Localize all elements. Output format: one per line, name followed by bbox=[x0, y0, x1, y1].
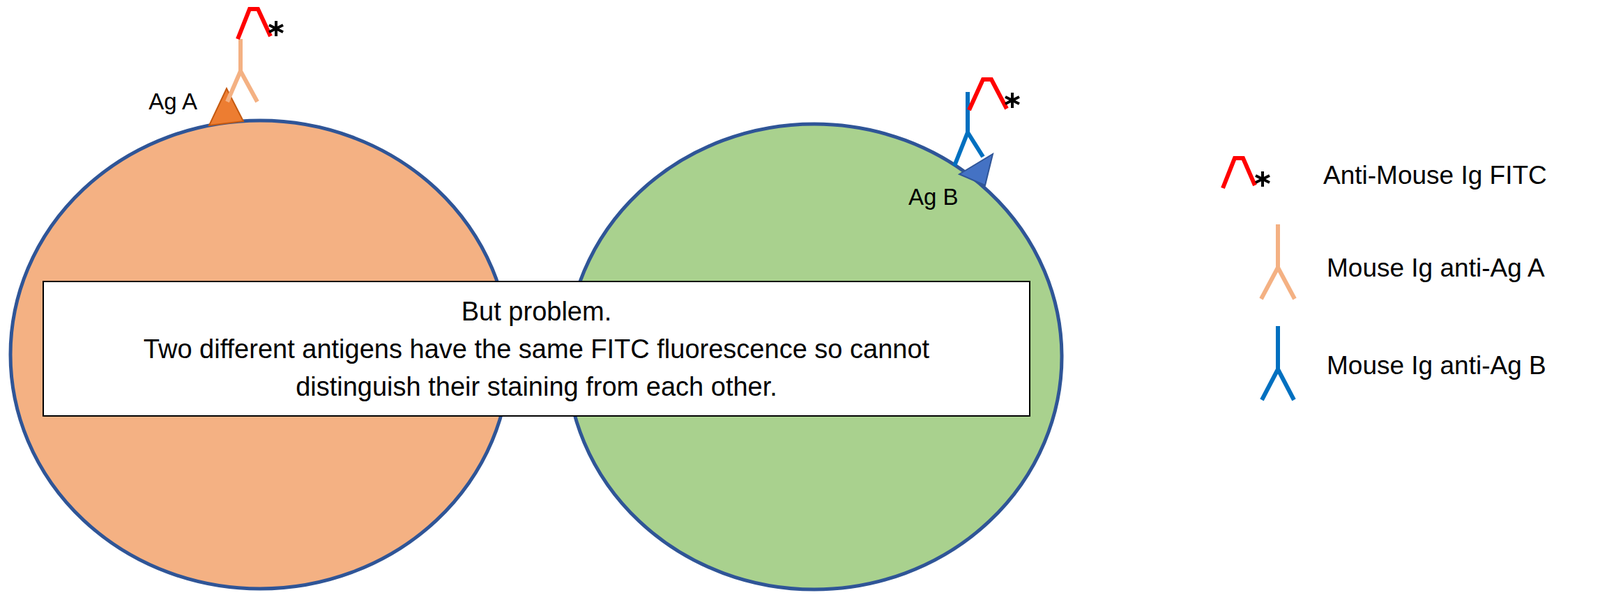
antigen-label: Ag A bbox=[148, 87, 198, 116]
asterisk bbox=[1255, 171, 1270, 187]
fitc-antibody bbox=[969, 79, 1007, 111]
note-box: But problem.Two different antigens have … bbox=[42, 280, 1031, 417]
antibody-b bbox=[954, 92, 984, 166]
asterisk bbox=[1005, 92, 1020, 109]
asterisk bbox=[269, 20, 284, 37]
legend-antibody-a-symbol bbox=[1261, 224, 1295, 300]
note-text: Two different antigens have the same FIT… bbox=[84, 330, 989, 406]
note-text: But problem. bbox=[461, 292, 612, 331]
antibody-a bbox=[227, 39, 258, 102]
fitc-antibody bbox=[237, 9, 271, 40]
legend-fitc-symbol bbox=[1222, 158, 1255, 189]
legend-text: Mouse Ig anti-Ag B bbox=[1326, 350, 1547, 382]
legend-text: Mouse Ig anti-Ag A bbox=[1326, 253, 1545, 284]
legend-text: Anti-Mouse Ig FITC bbox=[1323, 160, 1548, 192]
antigen-a bbox=[209, 88, 244, 126]
legend-antibody-b-symbol bbox=[1261, 326, 1294, 401]
antigen-label: Ag B bbox=[908, 183, 959, 212]
antigen-b bbox=[959, 154, 993, 186]
